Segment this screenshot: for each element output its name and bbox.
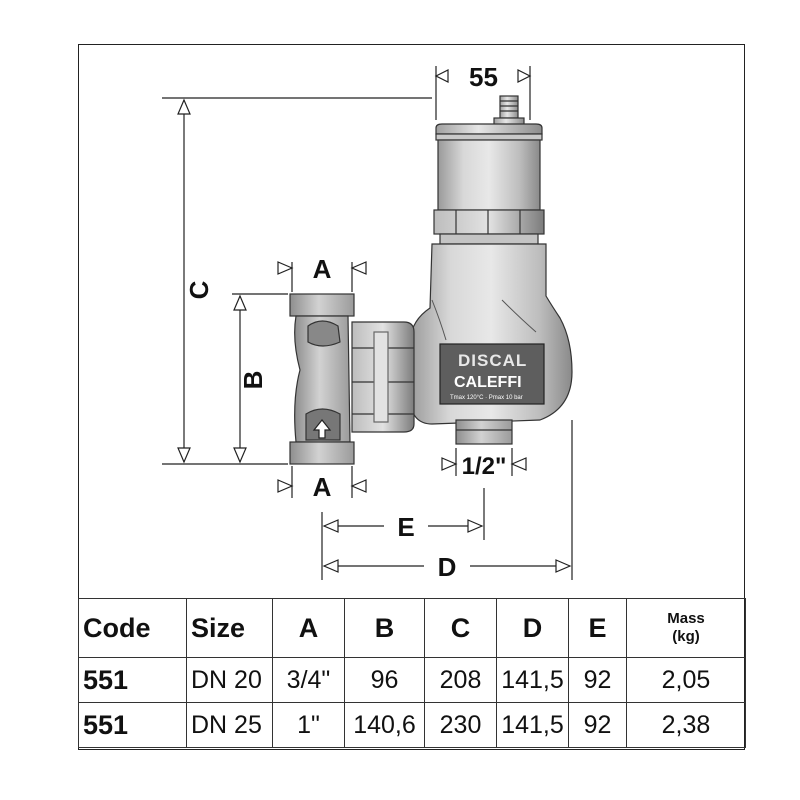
dimension-a-top-label: A [313, 254, 332, 284]
air-vent-valve [493, 95, 525, 129]
cell-code: 551 [78, 702, 187, 748]
header-e: E [568, 598, 627, 658]
cell-code: 551 [78, 657, 187, 703]
cell-d: 141,5 [496, 657, 569, 703]
table-row: 551 DN 20 3/4" 96 208 141,5 92 2,05 [78, 657, 746, 703]
header-b: B [344, 598, 425, 658]
label-rating: Tmax 120°C · Pmax 10 bar [450, 395, 523, 401]
cell-mass: 2,38 [626, 702, 746, 748]
cell-b: 140,6 [344, 702, 425, 748]
dimension-d-label: D [438, 552, 457, 582]
header-mass: Mass (kg) [626, 598, 746, 658]
dimension-55-label: 55 [469, 62, 498, 92]
dimension-half-inch [441, 448, 527, 476]
cell-mass: 2,05 [626, 657, 746, 703]
cell-e: 92 [568, 657, 627, 703]
dimension-d [322, 420, 573, 580]
technical-drawing: DISCAL CALEFFI Tmax 120°C · Pmax 10 bar [162, 62, 573, 582]
dimension-a-bottom [277, 466, 367, 498]
dimension-half-inch-label: 1/2" [462, 453, 507, 480]
dimension-a-bottom-label: A [313, 472, 332, 502]
header-c: C [424, 598, 497, 658]
dimension-b-label: B [238, 371, 268, 390]
dimension-c [162, 97, 432, 465]
dimension-55 [434, 66, 532, 120]
header-a: A [272, 598, 345, 658]
specification-table: Code Size A B C D E Mass (kg) 551 DN 20 … [78, 598, 746, 748]
cell-a: 1" [272, 702, 345, 748]
vent-chamber [437, 139, 541, 211]
flow-direction-arrow-icon [312, 419, 332, 439]
dimension-c-label: C [184, 280, 214, 299]
label-brand-line2: CALEFFI [454, 374, 522, 391]
cell-a: 3/4" [272, 657, 345, 703]
separator-valve-illustration: DISCAL CALEFFI Tmax 120°C · Pmax 10 bar [289, 95, 573, 465]
header-d: D [496, 598, 569, 658]
dimension-b [232, 293, 288, 464]
header-mass-line2: (kg) [672, 628, 700, 645]
cell-size: DN 20 [186, 657, 273, 703]
cell-c: 208 [424, 657, 497, 703]
dimension-e-label: E [397, 512, 414, 542]
air-vent-cap [435, 123, 543, 135]
header-mass-line1: Mass [667, 610, 705, 627]
product-label-plate [439, 343, 545, 405]
header-code: Code [78, 598, 187, 658]
cell-c: 230 [424, 702, 497, 748]
cell-size: DN 25 [186, 702, 273, 748]
cell-b: 96 [344, 657, 425, 703]
table-row: 551 DN 25 1" 140,6 230 141,5 92 2,38 [78, 702, 746, 748]
cell-d: 141,5 [496, 702, 569, 748]
inlet-tee-pipe [289, 293, 355, 465]
hex-nut [433, 209, 545, 235]
dimension-a-top [277, 261, 367, 292]
cell-e: 92 [568, 702, 627, 748]
header-size: Size [186, 598, 273, 658]
drain-port [455, 419, 513, 445]
table-header-row: Code Size A B C D E Mass (kg) [78, 598, 746, 658]
dimension-e [321, 488, 485, 580]
label-brand-line1: DISCAL [458, 351, 527, 370]
